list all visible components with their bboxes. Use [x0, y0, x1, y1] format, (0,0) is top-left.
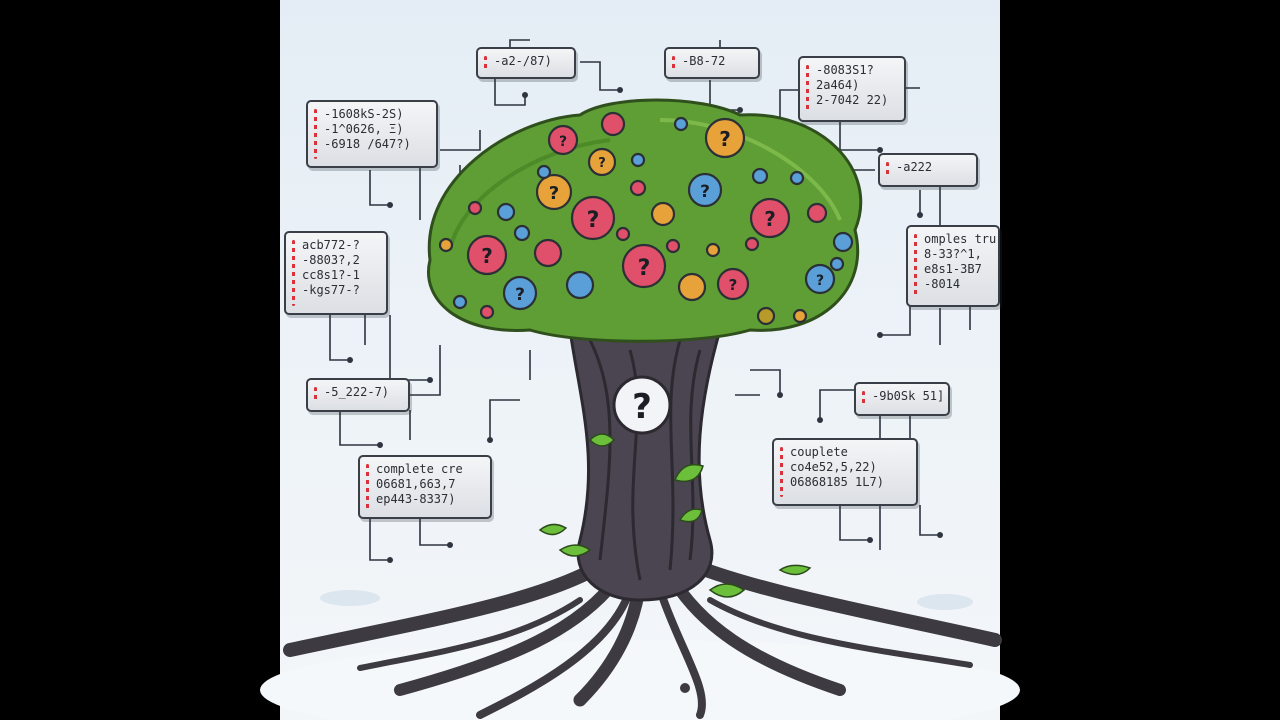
code-card: -8083S1? 2a464) 2-7042 22) — [798, 56, 906, 122]
code-card: acb772-? -8803?,2 cc8s1?-1 -kgs77-? — [284, 231, 388, 315]
code-line: -9b0Sk 51] — [872, 389, 945, 403]
svg-text:?: ? — [729, 276, 738, 294]
svg-text:?: ? — [559, 134, 567, 150]
code-card: -a2-/87) — [476, 47, 576, 79]
code-line: -B8-72 — [682, 54, 726, 68]
code-line: co4e52,5,22) — [790, 460, 877, 474]
code-card: -B8-72 — [664, 47, 760, 79]
svg-text:?: ? — [700, 182, 710, 202]
svg-text:?: ? — [719, 127, 731, 151]
code-line: couplete — [790, 445, 848, 459]
code-line: complete cre — [376, 462, 463, 476]
circuit-lines — [329, 39, 971, 561]
svg-text:?: ? — [764, 207, 776, 231]
illustration-stage: ? ? ? ? ? ? ? ? ? — [260, 0, 1020, 720]
code-line: -a2-/87) — [494, 54, 552, 68]
code-card: -1608kS-2S) -1^0626, Ξ) -6918 /647?) — [306, 100, 438, 168]
svg-text:?: ? — [549, 183, 559, 204]
svg-text:?: ? — [816, 273, 824, 289]
code-line: -8014 — [924, 277, 961, 291]
code-line: 2a464) — [816, 78, 860, 92]
tree-trunk — [568, 328, 722, 602]
code-card: couplete co4e52,5,22) 06868185 1L7) — [772, 438, 918, 506]
code-line: -6918 /647?) — [324, 137, 411, 151]
code-line: cc8s1?-1 — [302, 268, 360, 282]
code-card: -a222 — [878, 153, 978, 187]
code-line: omples tru — [924, 232, 997, 246]
code-line: -8803?,2 — [302, 253, 360, 267]
svg-text:?: ? — [632, 387, 652, 427]
canopy-nodes: ? ? ? ? ? ? ? ? ? ? ? ? — [438, 111, 854, 326]
code-card: -5_222-7) — [306, 378, 410, 412]
code-line: 06681,663,7 — [376, 477, 456, 491]
code-line: -8083S1? — [816, 63, 874, 77]
svg-text:?: ? — [598, 156, 606, 171]
code-line: 06868185 1L7) — [790, 475, 884, 489]
code-line: -1608kS-2S) — [324, 107, 404, 121]
code-line: 8-33?^1, — [924, 247, 982, 261]
code-card: complete cre 06681,663,7 ep443-8337) — [358, 455, 492, 519]
code-line: ep443-8337) — [376, 492, 456, 506]
code-line: -kgs77-? — [302, 283, 360, 297]
code-line: e8s1-3B7 — [924, 262, 982, 276]
leaf-icons — [538, 433, 812, 598]
ground-snow — [260, 640, 1020, 720]
code-line: -1^0626, Ξ) — [324, 122, 404, 136]
code-card: omples tru 8-33?^1, e8s1-3B7 -8014 — [906, 225, 1000, 307]
code-line: -a222 — [896, 160, 933, 174]
svg-text:?: ? — [515, 285, 525, 305]
code-card: -9b0Sk 51] — [854, 382, 950, 416]
svg-text:?: ? — [481, 244, 493, 268]
tree-illustration: ? ? ? ? ? ? ? ? ? — [260, 39, 1020, 720]
svg-text:?: ? — [587, 208, 600, 233]
trunk-question-icon: ? — [612, 375, 672, 435]
tree-canopy — [427, 98, 863, 343]
code-line: 2-7042 22) — [816, 93, 889, 107]
code-line: -5_222-7) — [324, 385, 390, 399]
code-line: acb772-? — [302, 238, 360, 252]
svg-text:?: ? — [638, 256, 651, 281]
